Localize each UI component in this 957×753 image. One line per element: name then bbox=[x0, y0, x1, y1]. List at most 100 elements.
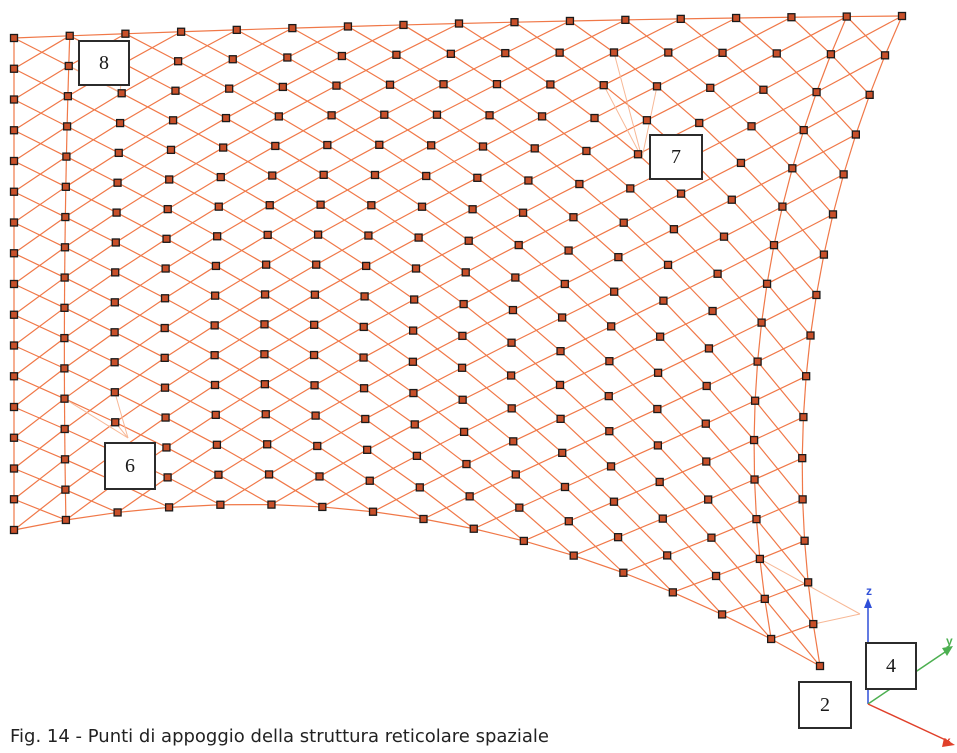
truss-member bbox=[757, 322, 763, 362]
truss-member bbox=[322, 506, 374, 513]
truss-node bbox=[210, 351, 219, 360]
truss-member bbox=[372, 511, 424, 520]
truss-node bbox=[9, 95, 19, 104]
truss-member bbox=[770, 638, 821, 667]
truss-member bbox=[802, 499, 806, 541]
truss-node bbox=[613, 533, 623, 542]
truss-member bbox=[13, 428, 66, 469]
truss-member bbox=[609, 336, 661, 362]
support-label-4: 4 bbox=[865, 642, 917, 690]
truss-node bbox=[461, 268, 470, 277]
truss-member bbox=[705, 400, 756, 425]
truss-member bbox=[469, 473, 517, 497]
truss-node bbox=[695, 118, 704, 128]
truss-node bbox=[210, 380, 220, 390]
truss-member bbox=[666, 555, 723, 615]
truss-member bbox=[13, 277, 66, 316]
truss-node bbox=[367, 201, 376, 210]
truss-node bbox=[590, 113, 599, 123]
truss-node bbox=[61, 182, 70, 191]
truss-member bbox=[823, 214, 834, 255]
truss-node bbox=[605, 357, 614, 366]
truss-member bbox=[164, 265, 217, 299]
truss-member bbox=[365, 237, 419, 267]
truss-member bbox=[13, 186, 67, 223]
truss-node bbox=[750, 475, 759, 484]
truss-node bbox=[492, 79, 502, 89]
truss-node bbox=[812, 87, 821, 97]
truss-node bbox=[707, 533, 716, 542]
truss-member bbox=[603, 51, 669, 86]
truss-node bbox=[865, 90, 874, 99]
truss-member bbox=[282, 55, 343, 88]
truss-node bbox=[63, 92, 73, 101]
truss-member bbox=[64, 271, 116, 309]
truss-node bbox=[62, 152, 71, 161]
truss-member bbox=[672, 591, 723, 615]
truss-member bbox=[518, 216, 574, 246]
truss-node bbox=[213, 232, 222, 241]
truss-node bbox=[717, 610, 727, 619]
truss-member bbox=[164, 295, 216, 329]
truss-member bbox=[13, 458, 66, 500]
truss-node bbox=[221, 113, 231, 123]
truss-node bbox=[702, 457, 711, 466]
truss-node bbox=[274, 112, 283, 121]
truss-member bbox=[754, 400, 803, 459]
truss-member bbox=[415, 240, 469, 270]
truss-node bbox=[653, 441, 663, 450]
truss-member bbox=[384, 83, 444, 116]
truss-node bbox=[110, 328, 119, 337]
truss-member bbox=[610, 300, 664, 327]
truss-node bbox=[708, 306, 717, 316]
support-line bbox=[603, 84, 643, 159]
truss-member bbox=[458, 21, 515, 25]
truss-member bbox=[754, 479, 806, 542]
truss-member bbox=[663, 273, 718, 302]
truss-member bbox=[363, 298, 415, 328]
truss-node bbox=[446, 49, 456, 58]
truss-node bbox=[459, 299, 468, 309]
truss-node bbox=[778, 202, 787, 211]
truss-member bbox=[412, 303, 464, 332]
truss-node bbox=[478, 142, 488, 151]
truss-node bbox=[9, 156, 19, 166]
truss-member bbox=[425, 145, 484, 177]
truss-member bbox=[372, 486, 421, 513]
truss-node bbox=[60, 243, 70, 252]
truss-member bbox=[559, 360, 610, 386]
truss-node bbox=[162, 234, 171, 243]
truss-member bbox=[169, 504, 221, 508]
truss-member bbox=[336, 54, 397, 87]
truss-member bbox=[267, 204, 321, 236]
truss-member bbox=[413, 271, 467, 301]
truss-member bbox=[461, 342, 512, 369]
truss-member bbox=[657, 347, 710, 374]
truss-member bbox=[167, 176, 222, 210]
truss-member bbox=[477, 147, 536, 179]
truss-node bbox=[263, 230, 272, 240]
truss-node bbox=[659, 296, 668, 305]
truss-member bbox=[64, 361, 115, 400]
truss-member bbox=[13, 125, 68, 162]
truss-node bbox=[232, 25, 241, 35]
truss-member bbox=[13, 156, 67, 193]
truss-node bbox=[365, 476, 374, 485]
truss-member bbox=[13, 216, 66, 254]
truss-node bbox=[9, 64, 19, 73]
truss-member bbox=[278, 85, 337, 117]
truss-member bbox=[659, 310, 713, 338]
truss-member bbox=[608, 430, 661, 483]
truss-member bbox=[528, 150, 587, 182]
truss-member bbox=[512, 283, 566, 311]
truss-member bbox=[514, 20, 570, 23]
truss-node bbox=[473, 173, 482, 182]
truss-member bbox=[541, 84, 604, 117]
truss-member bbox=[708, 348, 756, 402]
truss-node bbox=[313, 441, 322, 451]
truss-member bbox=[264, 354, 315, 385]
truss-member bbox=[560, 395, 610, 420]
truss-node bbox=[417, 202, 427, 211]
truss-member bbox=[666, 537, 712, 556]
truss-member bbox=[218, 443, 268, 476]
